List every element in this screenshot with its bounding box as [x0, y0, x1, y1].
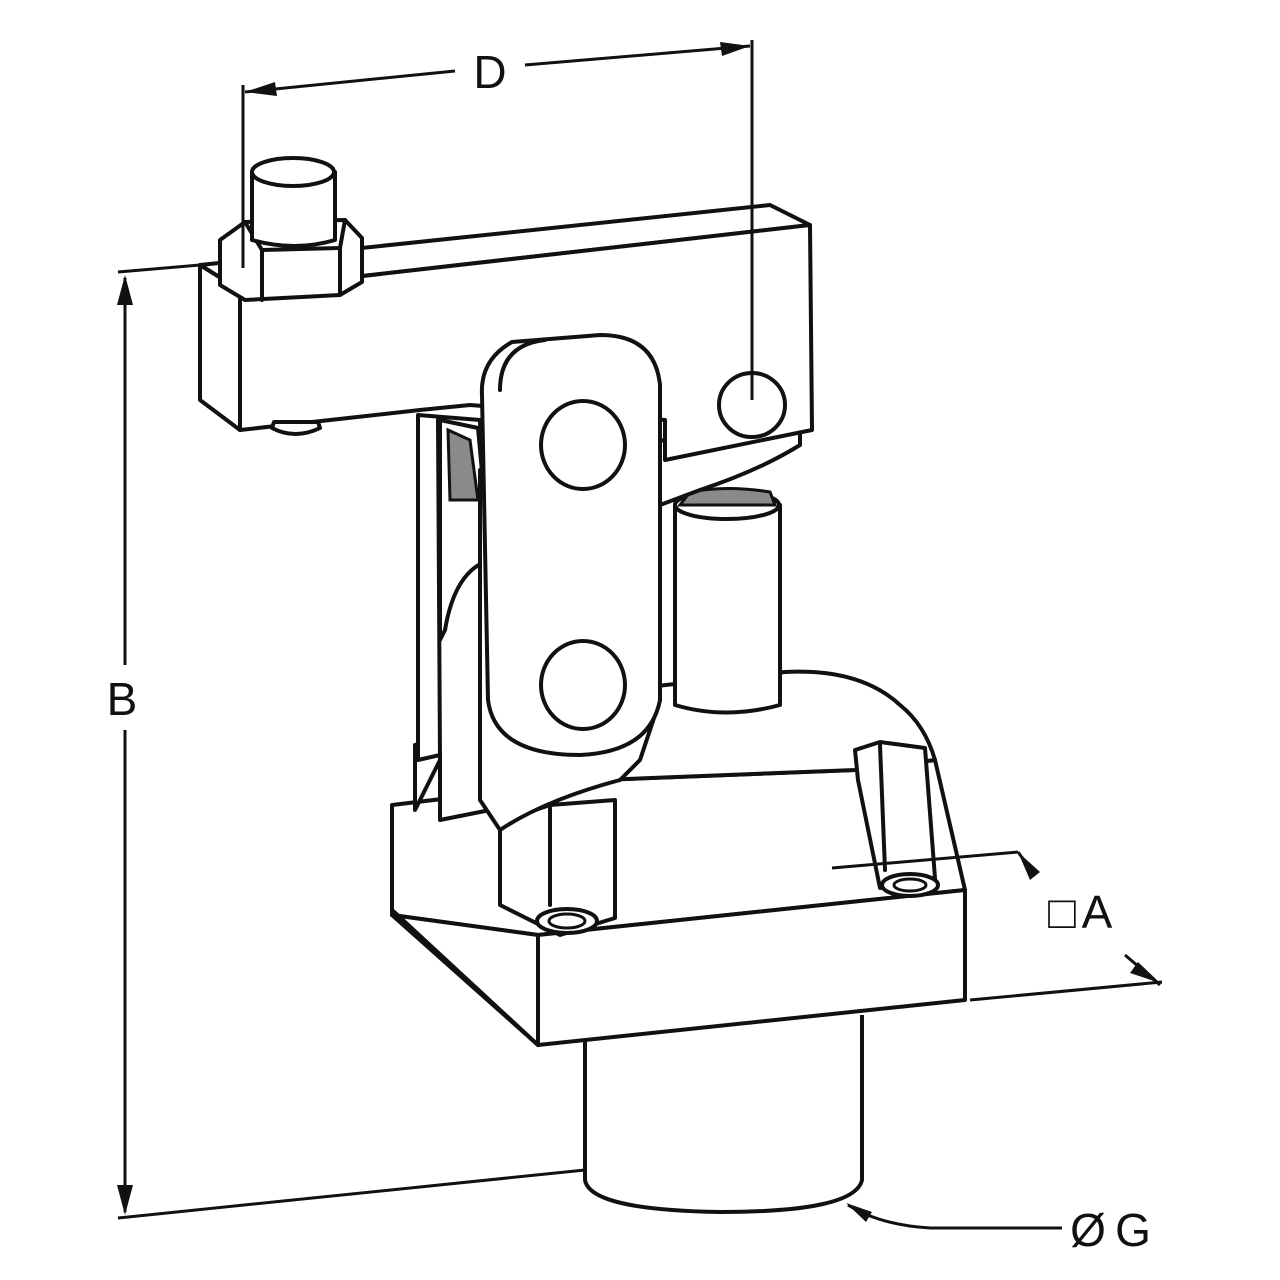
dimension-b-label: B [107, 673, 138, 725]
adjustment-screw [218, 156, 364, 302]
dimension-a: □ A [831, 850, 1163, 1002]
dimension-b-arrow-bottom [117, 1185, 133, 1215]
dimension-d: D [241, 40, 754, 400]
dimension-g-arrow [846, 1203, 872, 1222]
dimension-d-arrow-right [720, 42, 750, 56]
dimension-b-arrow-top [117, 275, 133, 305]
link-plate [479, 333, 662, 757]
dimension-a-label: A [1082, 886, 1113, 938]
front-mounting-lug [498, 798, 617, 937]
dimension-b: B [107, 263, 586, 1220]
dimension-a-square-symbol: □ [1048, 886, 1076, 938]
plunger-pin [673, 487, 782, 715]
dimension-g-label: G [1115, 1204, 1151, 1256]
dimension-a-arrow-bottom [1130, 962, 1160, 983]
rear-mounting-lug [853, 740, 940, 898]
dimension-g: Ø G [846, 1203, 1151, 1256]
dimension-a-arrow-top [1018, 852, 1040, 880]
dimension-d-arrow-left [245, 82, 277, 96]
dimension-g-diameter-symbol: Ø [1070, 1204, 1106, 1256]
cylinder-body [583, 1015, 864, 1214]
dimension-d-label: D [473, 46, 506, 98]
